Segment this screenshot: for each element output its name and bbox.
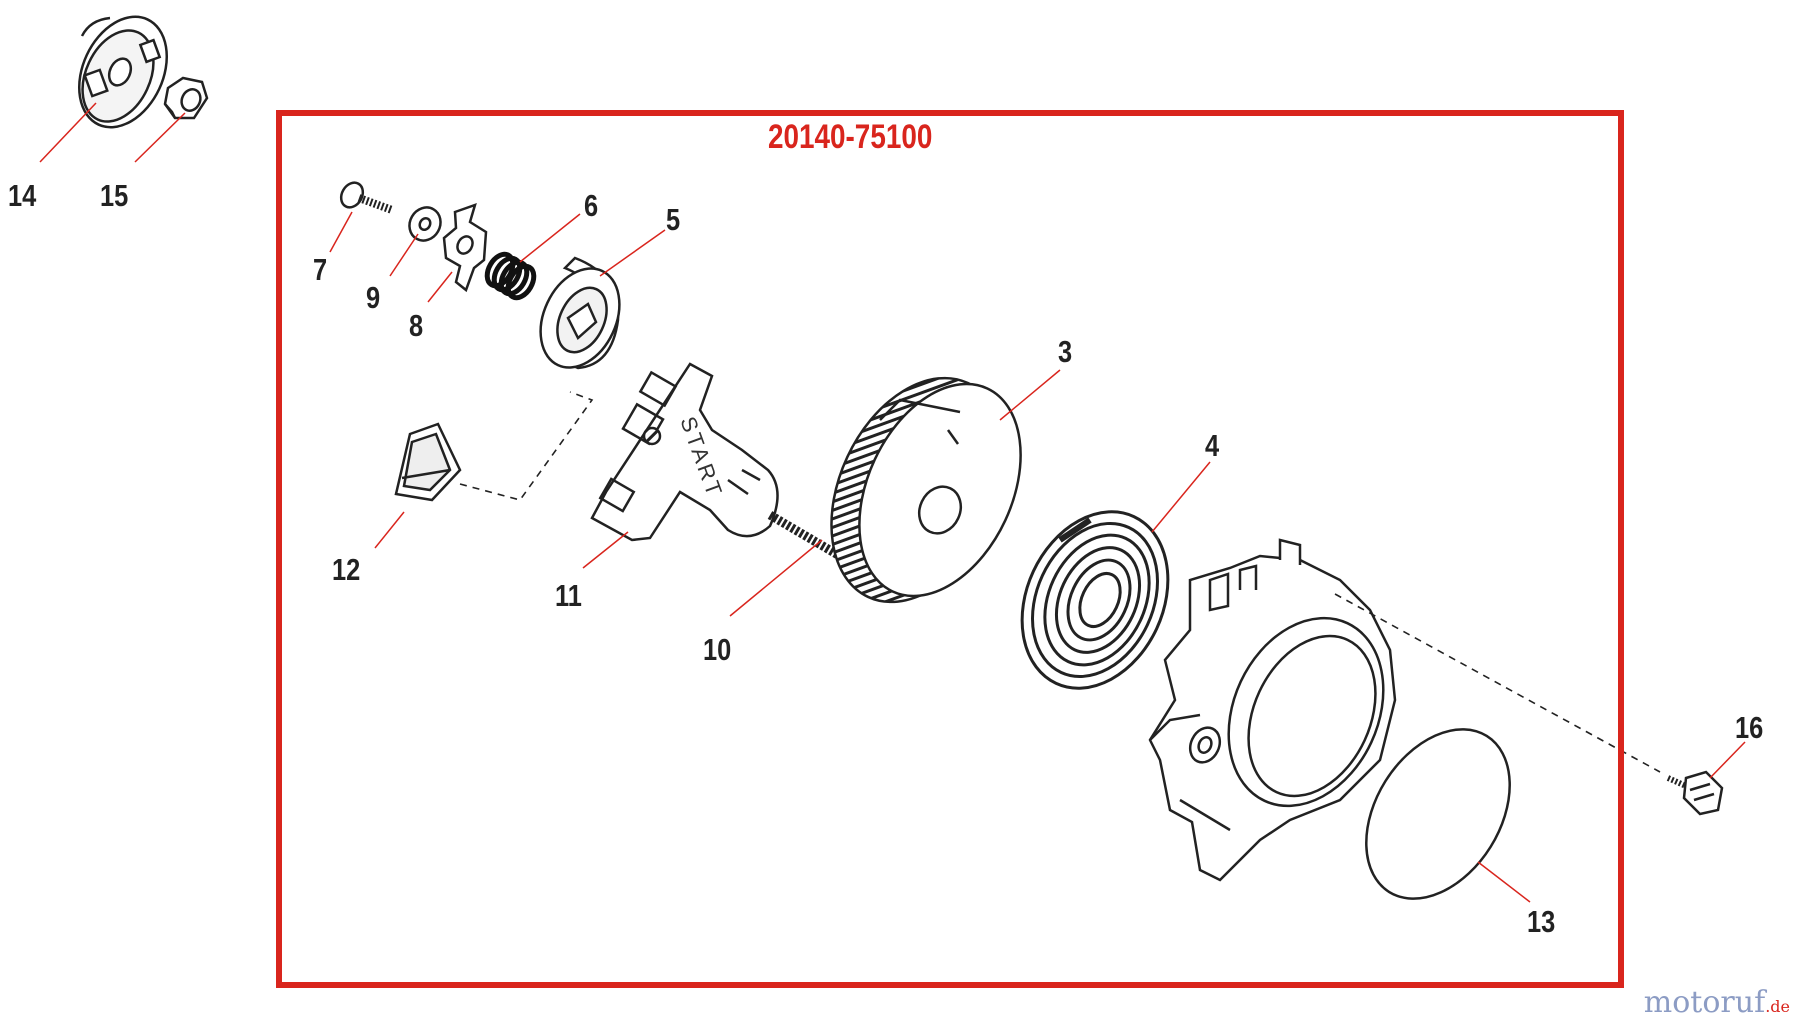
part-12-handle-insert <box>394 422 462 502</box>
part-3-rope-reel <box>830 376 1022 604</box>
part-16-bolt <box>1666 770 1724 816</box>
part-11-starter-handle: START <box>590 362 779 542</box>
assembly-part-number: 20140-75100 <box>768 118 933 156</box>
callout-4[interactable]: 4 <box>1205 428 1220 463</box>
callout-7[interactable]: 7 <box>313 252 328 287</box>
part-14-pawl-carrier <box>77 15 169 129</box>
callout-16[interactable]: 16 <box>1735 710 1764 745</box>
starter-housing <box>1148 538 1397 882</box>
callout-12[interactable]: 12 <box>332 552 361 587</box>
callout-10[interactable]: 10 <box>703 632 732 667</box>
watermark-logo: motoruf.de <box>1644 985 1790 1020</box>
assembly-frame <box>276 110 1624 988</box>
assembly-line-12-11 <box>459 391 594 501</box>
assembly-line-housing-16 <box>1334 593 1661 773</box>
part-4-recoil-spring <box>1020 510 1170 690</box>
part-7-screw <box>339 181 394 214</box>
watermark-tld: .de <box>1765 997 1790 1016</box>
callout-9[interactable]: 9 <box>366 280 381 315</box>
part-5-ratchet-drum <box>539 256 621 370</box>
callout-14[interactable]: 14 <box>8 178 37 213</box>
callout-6[interactable]: 6 <box>584 188 599 223</box>
part-13-ring <box>1365 728 1511 900</box>
watermark-brand: motoruf <box>1643 985 1766 1020</box>
callout-13[interactable]: 13 <box>1527 904 1556 939</box>
leader-lines <box>39 102 1746 903</box>
callout-5[interactable]: 5 <box>666 202 681 237</box>
callout-8[interactable]: 8 <box>409 308 424 343</box>
callout-11[interactable]: 11 <box>555 578 582 613</box>
part-9-washer <box>408 206 442 242</box>
part-6-spring <box>484 251 537 301</box>
callout-15[interactable]: 15 <box>100 178 129 213</box>
part-8-pawl <box>442 203 488 293</box>
part-15-nut <box>163 76 209 120</box>
callout-3[interactable]: 3 <box>1058 334 1073 369</box>
